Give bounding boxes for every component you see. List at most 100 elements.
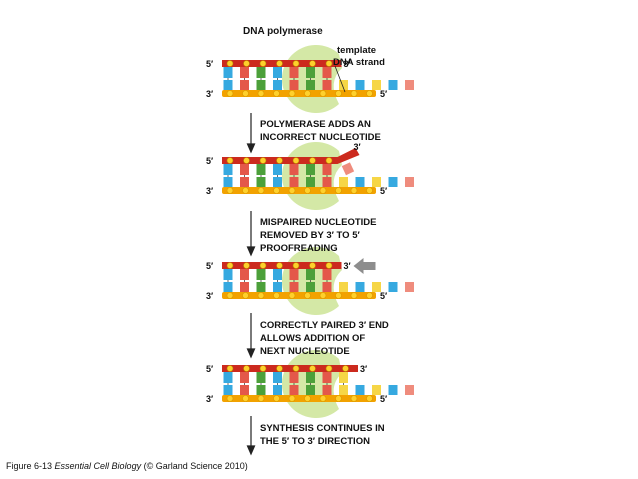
template-phosphate [335,292,342,299]
new-strand-phosphate [325,157,333,164]
proofreading-arrow [353,258,376,274]
new-strand-phosphate [292,262,300,269]
new-strand-base [256,269,266,280]
new-strand-base [322,372,332,383]
down-arrow-head-3 [246,348,256,359]
template-base [306,282,315,292]
new-strand-base [240,269,249,280]
new-strand-phosphate [259,365,267,372]
new-strand-phosphate [292,157,300,164]
new-strand-phosphate [309,157,316,164]
new-strand-base [289,67,299,78]
new-strand-phosphate [259,262,267,269]
svg-text:REMOVED BY 3′ TO 5′: REMOVED BY 3′ TO 5′ [260,230,360,241]
template-base [306,385,315,395]
new-strand-base [322,164,332,175]
new-strand-base [289,372,299,383]
new-strand-phosphate [309,365,316,372]
template-phosphate [319,187,327,194]
template-phosphate [257,292,265,299]
new-strand-base [223,164,233,175]
new-strand-base [256,67,266,78]
step-1-label: POLYMERASE ADDS AN INCORRECT NUCLEOTIDE [260,119,381,143]
polymerase-enzyme [281,350,342,419]
template-phosphate [257,90,265,97]
figure-caption: Figure 6-13 Essential Cell Biology (© Ga… [6,461,248,471]
new-strand-base [240,164,249,175]
template-base [240,282,249,292]
template-5-prime: 5′ [380,89,387,99]
template-phosphate [273,90,280,97]
new-strand-base [223,372,233,383]
template-base [405,80,414,90]
template-base [355,385,365,395]
template-phosphate [335,90,342,97]
template-phosphate [350,90,358,97]
template-base [273,385,282,395]
template-base [306,80,315,90]
svg-text:PROOFREADING: PROOFREADING [260,243,338,254]
template-pointer-line [334,65,346,93]
svg-text:NEXT NUCLEOTIDE: NEXT NUCLEOTIDE [260,346,350,357]
new-strand-base [322,269,332,280]
new-strand-5-prime: 5′ [206,261,213,271]
panel-3: 5′3′5′3′ [206,246,414,315]
new-strand-5-prime: 5′ [206,364,213,374]
new-strand-phosphate [325,365,333,372]
template-base [289,385,299,395]
template-phosphate [366,395,373,402]
template-phosphate [288,90,296,97]
new-strand-phosphate [309,262,316,269]
new-strand-phosphate [226,365,234,372]
panel-4: 5′3′5′3′ [206,350,414,419]
new-strand-phosphate [325,262,333,269]
new-strand-phosphate [226,262,234,269]
new-strand-3-prime: 3′ [354,142,361,152]
template-phosphate [242,395,249,402]
template-3-prime: 3′ [206,394,213,404]
new-strand-base [339,372,348,383]
template-3-prime: 3′ [206,89,213,99]
template-phosphate [257,187,265,194]
template-base [355,282,365,292]
template-phosphate [304,395,311,402]
new-strand-base [289,164,299,175]
new-strand-phosphate [243,157,250,164]
template-3-prime: 3′ [206,186,213,196]
template-phosphate [242,90,249,97]
template-base [322,177,332,187]
template-base [223,80,233,90]
template-base [240,80,249,90]
new-strand-base [322,67,332,78]
svg-text:THE 5′ TO 3′ DIRECTION: THE 5′ TO 3′ DIRECTION [260,436,370,447]
mispaired-nucleotide [341,162,355,176]
new-strand-phosphate [276,60,283,67]
new-strand-phosphate [243,365,250,372]
template-5-prime: 5′ [380,186,387,196]
polymerase-enzyme [281,45,342,114]
template-base [388,177,398,187]
template-base [256,282,266,292]
new-strand-base [240,372,249,383]
template-phosphate [366,187,373,194]
polymerase-enzyme [281,246,342,315]
template-base [256,385,266,395]
template-base [355,80,365,90]
template-base [372,385,381,395]
template-phosphate [350,292,358,299]
template-phosphate [304,292,311,299]
new-strand-phosphate [292,365,300,372]
template-phosphate [288,395,296,402]
template-base [388,385,398,395]
down-arrow-head-4 [246,445,256,456]
template-phosphate [288,187,296,194]
step-2-label: MISPAIRED NUCLEOTIDE REMOVED BY 3′ TO 5′… [260,217,376,254]
new-strand-base [273,269,282,280]
new-strand-phosphate [325,60,333,67]
new-strand-base [240,67,249,78]
polymerase-enzyme [281,142,342,211]
template-base [289,282,299,292]
template-base [372,282,381,292]
svg-text:SYNTHESIS CONTINUES IN: SYNTHESIS CONTINUES IN [260,423,385,434]
new-strand-base [289,269,299,280]
